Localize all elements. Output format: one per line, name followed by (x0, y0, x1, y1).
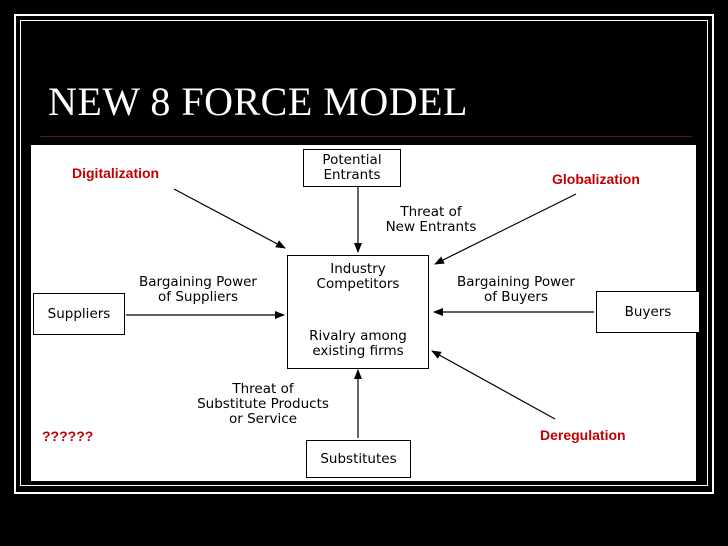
buyers-box: Buyers (596, 291, 700, 333)
suppliers-label: Suppliers (47, 305, 111, 322)
arrow-deregulation-to-industry (431, 350, 556, 420)
potential-entrants-box: Potential Entrants (303, 149, 401, 187)
substitutes-box: Substitutes (306, 440, 411, 478)
arrow-digitalization-to-industry (173, 188, 286, 249)
threat-new-entrants-label: Threat of New Entrants (385, 204, 477, 235)
slide-outer-frame (14, 14, 714, 494)
title-divider (40, 136, 692, 137)
potential-entrants-label: Potential Entrants (322, 152, 382, 183)
deregulation-force-label: Deregulation (540, 427, 626, 443)
rivalry-label: Rivalry among existing firms (309, 328, 407, 359)
bargaining-power-buyers-label: Bargaining Power of Buyers (457, 274, 575, 305)
slide-title: NEW 8 FORCE MODEL (48, 79, 468, 124)
slide-inner-frame (20, 20, 708, 486)
suppliers-box: Suppliers (33, 293, 125, 335)
threat-substitutes-label: Threat of Substitute Products or Service (197, 381, 329, 427)
industry-competitors-label: Industry Competitors (316, 261, 400, 292)
globalization-force-label: Globalization (552, 171, 640, 187)
bargaining-power-suppliers-label: Bargaining Power of Suppliers (139, 274, 257, 305)
unknown-force-label: ?????? (42, 428, 94, 444)
arrow-globalization-to-industry (434, 193, 577, 265)
diagram-panel: Potential Entrants Industry Competitors … (31, 145, 700, 481)
substitutes-label: Substitutes (320, 450, 397, 467)
buyers-label: Buyers (624, 303, 672, 320)
digitalization-force-label: Digitalization (72, 165, 160, 181)
industry-competitors-box: Industry Competitors Rivalry among exist… (287, 255, 429, 369)
